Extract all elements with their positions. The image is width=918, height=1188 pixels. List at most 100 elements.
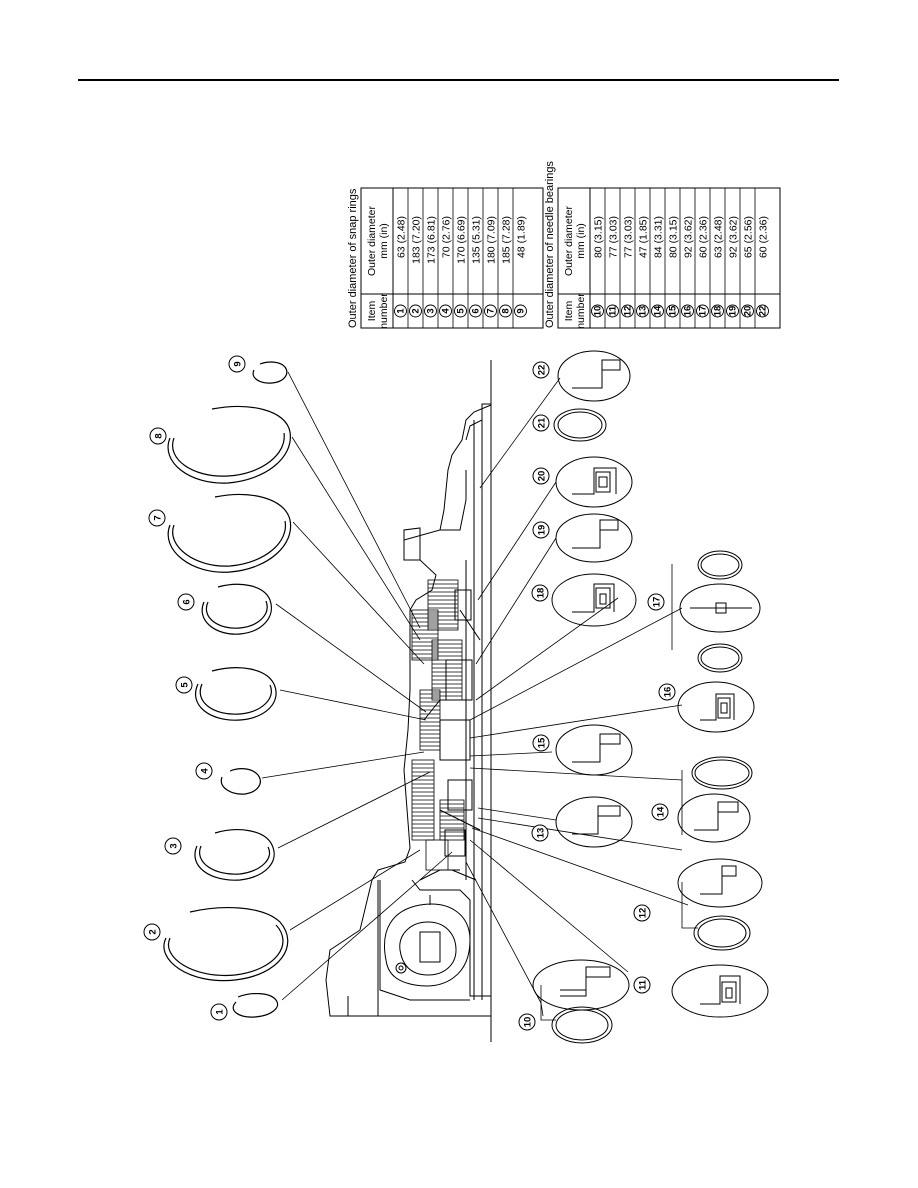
needle_bearings-row-15-number: 15 [668,305,679,316]
snap_rings-row-7-od: 180 (7.09) [486,216,498,264]
needle-bearings [532,350,769,1044]
needle_bearings-row-10-number: 10 [593,306,604,317]
snap-ring-8 [167,405,291,484]
svg-text:10: 10 [523,1017,534,1028]
callout-13: 13 [531,824,549,842]
callout-7: 7 [148,509,166,527]
svg-text:14: 14 [656,806,667,817]
snap-ring-1 [232,993,279,1018]
svg-text:7: 7 [153,515,164,520]
leader-lines [261,371,698,1021]
needle-bearing-22 [557,350,631,402]
needle_bearings-row-10-marker [591,304,604,318]
svg-text:15: 15 [537,737,548,748]
svg-text:19: 19 [537,525,548,536]
snap-header-item-1: Item [366,301,378,322]
snap-ring-table: Outer diameter of snap rings Item number… [347,187,544,329]
needle-bearing-11 [671,964,769,1018]
svg-text:16: 16 [663,687,674,698]
snap-ring-3 [194,829,275,881]
needle_bearings-row-17-od: 60 (2.36) [698,216,710,258]
needle-bearing-10 [532,959,630,1044]
needle_bearings-row-18-od: 63 (2.48) [713,216,725,258]
needle_bearings-row-20-marker [741,304,754,318]
needle_bearings-row-11-number: 11 [608,305,619,316]
svg-text:18: 18 [536,588,547,599]
needle_bearings-row-20-number: 20 [743,306,754,317]
svg-text:3: 3 [169,843,180,848]
needle_bearings-row-11-od: 77 (3.03) [608,216,620,258]
callout-22: 22 [532,361,550,379]
callout-21: 21 [532,414,550,432]
snap_rings-row-4-marker [439,304,452,318]
snap_rings-row-6-marker [469,304,482,318]
needle-header-od-2: mm (in) [575,223,587,259]
callout-9: 9 [228,355,246,373]
snap-ring-4 [220,768,261,795]
svg-text:12: 12 [638,908,649,919]
needle_bearings-row-14-marker [651,304,664,318]
callout-12: 12 [633,904,651,922]
snap_rings-row-4-number: 4 [441,308,452,314]
snap_rings-row-8-number: 8 [501,308,512,313]
snap-rings [163,361,292,1018]
callout-4: 4 [195,762,213,780]
needle_bearings-row-18-marker [711,304,724,318]
snap_rings-row-3-number: 3 [426,308,437,313]
needle-bearing-16 [677,681,755,733]
needle-bearing-17 [679,550,761,673]
needle-bearing-19 [555,513,633,563]
needle_bearings-row-12-number: 12 [623,306,634,317]
svg-text:5: 5 [180,682,191,688]
needle_bearings-row-17-number: 17 [698,306,709,317]
snap_rings-row-9-marker [514,304,527,318]
needle_bearings-row-19-marker [726,304,739,318]
callout-2: 2 [143,923,161,941]
callout-15: 15 [532,734,550,752]
snap_rings-row-1-number: 1 [396,308,407,314]
svg-text:20: 20 [537,471,548,482]
needle_bearings-row-17-marker [696,304,709,318]
svg-text:1: 1 [215,1009,226,1015]
needle-bearing-20 [555,456,633,508]
snap-ring-9 [252,361,288,384]
snap_rings-row-1-marker [394,304,407,318]
needle-bearing-18 [551,573,637,627]
needle-header-od-1: Outer diameter [563,205,575,276]
callout-11: 11 [633,976,651,994]
snap_rings-row-2-od: 183 (7.20) [411,216,423,264]
snap_rings-row-3-od: 173 (6.81) [426,216,438,264]
snap_rings-row-7-number: 7 [486,308,497,313]
needle-bearing-12 [677,858,763,951]
svg-text:13: 13 [536,828,547,839]
needle-bearing-14 [677,756,753,843]
needle_bearings-row-14-od: 84 (3.31) [653,216,665,258]
header-rule [78,79,839,81]
callout-3: 3 [164,837,182,855]
needle-table-title: Outer diameter of needle bearings [544,161,556,328]
callout-5: 5 [175,676,193,694]
needle-header-item-1: Item [563,301,575,322]
snap_rings-row-5-od: 170 (6.69) [456,216,468,264]
callout-10: 10 [518,1013,536,1031]
svg-text:4: 4 [200,768,211,774]
needle_bearings-row-22-number: 22 [758,306,769,317]
needle_bearings-row-15-od: 80 (3.15) [668,216,680,258]
needle-bearing-table: Outer diameter of needle bearings Item n… [544,161,781,329]
snap-ring-5 [195,667,277,721]
svg-text:21: 21 [537,417,548,428]
needle_bearings-row-22-od: 60 (2.36) [758,216,770,258]
needle_bearings-row-13-marker [636,304,649,318]
needle_bearings-row-13-number: 13 [638,306,649,317]
snap-ring-2 [163,907,289,982]
snap_rings-row-9-od: 48 (1.89) [516,216,528,258]
needle_bearings-row-12-od: 77 (3.03) [623,216,635,258]
needle_bearings-row-18-number: 18 [713,306,724,317]
callout-1: 1 [210,1003,228,1021]
snap_rings-row-3-marker [424,304,437,318]
needle_bearings-row-22-marker [756,304,769,318]
callout-19: 19 [532,521,550,539]
needle_bearings-row-19-number: 19 [728,306,739,317]
